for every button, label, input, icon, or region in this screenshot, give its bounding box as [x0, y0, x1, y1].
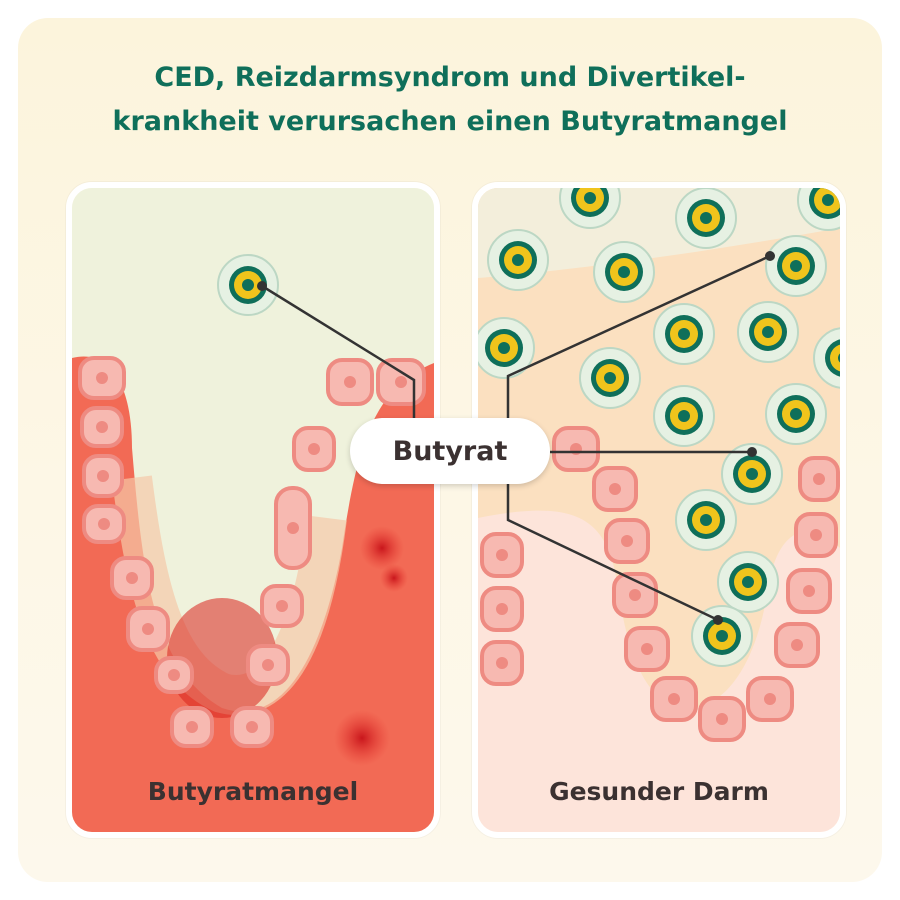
- butyrate-molecule-icon: [653, 303, 715, 365]
- title-line-1: CED, Reizdarmsyndrom und Divertikel-: [154, 62, 746, 93]
- butyrate-molecule-icon: [813, 327, 840, 389]
- butyrate-molecule-icon: [675, 188, 737, 249]
- panel-healthy-gut: Gesunder Darm: [472, 182, 846, 838]
- butyrate-molecule-icon: [691, 605, 753, 667]
- butyrate-molecule-icon: [579, 347, 641, 409]
- deficiency-illustration: [72, 188, 434, 832]
- butyrate-molecule-icon: [593, 241, 655, 303]
- title-line-2: krankheit verursachen einen Butyratmange…: [112, 106, 788, 137]
- butyrate-molecule-icon: [737, 301, 799, 363]
- butyrate-molecule-icon: [765, 383, 827, 445]
- healthy-illustration: [478, 188, 840, 832]
- butyrate-molecule-icon: [675, 489, 737, 551]
- panel-label-healthy: Gesunder Darm: [549, 777, 769, 806]
- butyrate-molecule-icon: [717, 551, 779, 613]
- butyrate-molecule-icon: [559, 188, 621, 229]
- lesion: [380, 564, 408, 592]
- panel-butyrate-deficiency: Butyratmangel: [66, 182, 440, 838]
- lesion: [360, 526, 404, 570]
- butyrate-molecule-icon: [653, 385, 715, 447]
- inflamed-tissue: [72, 356, 434, 832]
- butyrate-molecule-icon: [217, 254, 279, 316]
- butyrate-label: Butyrat: [350, 418, 550, 484]
- butyrate-molecule-icon: [721, 443, 783, 505]
- panel-label-deficiency: Butyratmangel: [147, 777, 359, 806]
- page-title: CED, Reizdarmsyndrom und Divertikel- kra…: [0, 56, 900, 144]
- butyrate-molecule-icon: [765, 235, 827, 297]
- lesion: [334, 710, 390, 766]
- butyrate-molecule-icon: [797, 188, 840, 231]
- butyrate-molecule-icon: [487, 229, 549, 291]
- butyrate-molecule-icon: [478, 317, 535, 379]
